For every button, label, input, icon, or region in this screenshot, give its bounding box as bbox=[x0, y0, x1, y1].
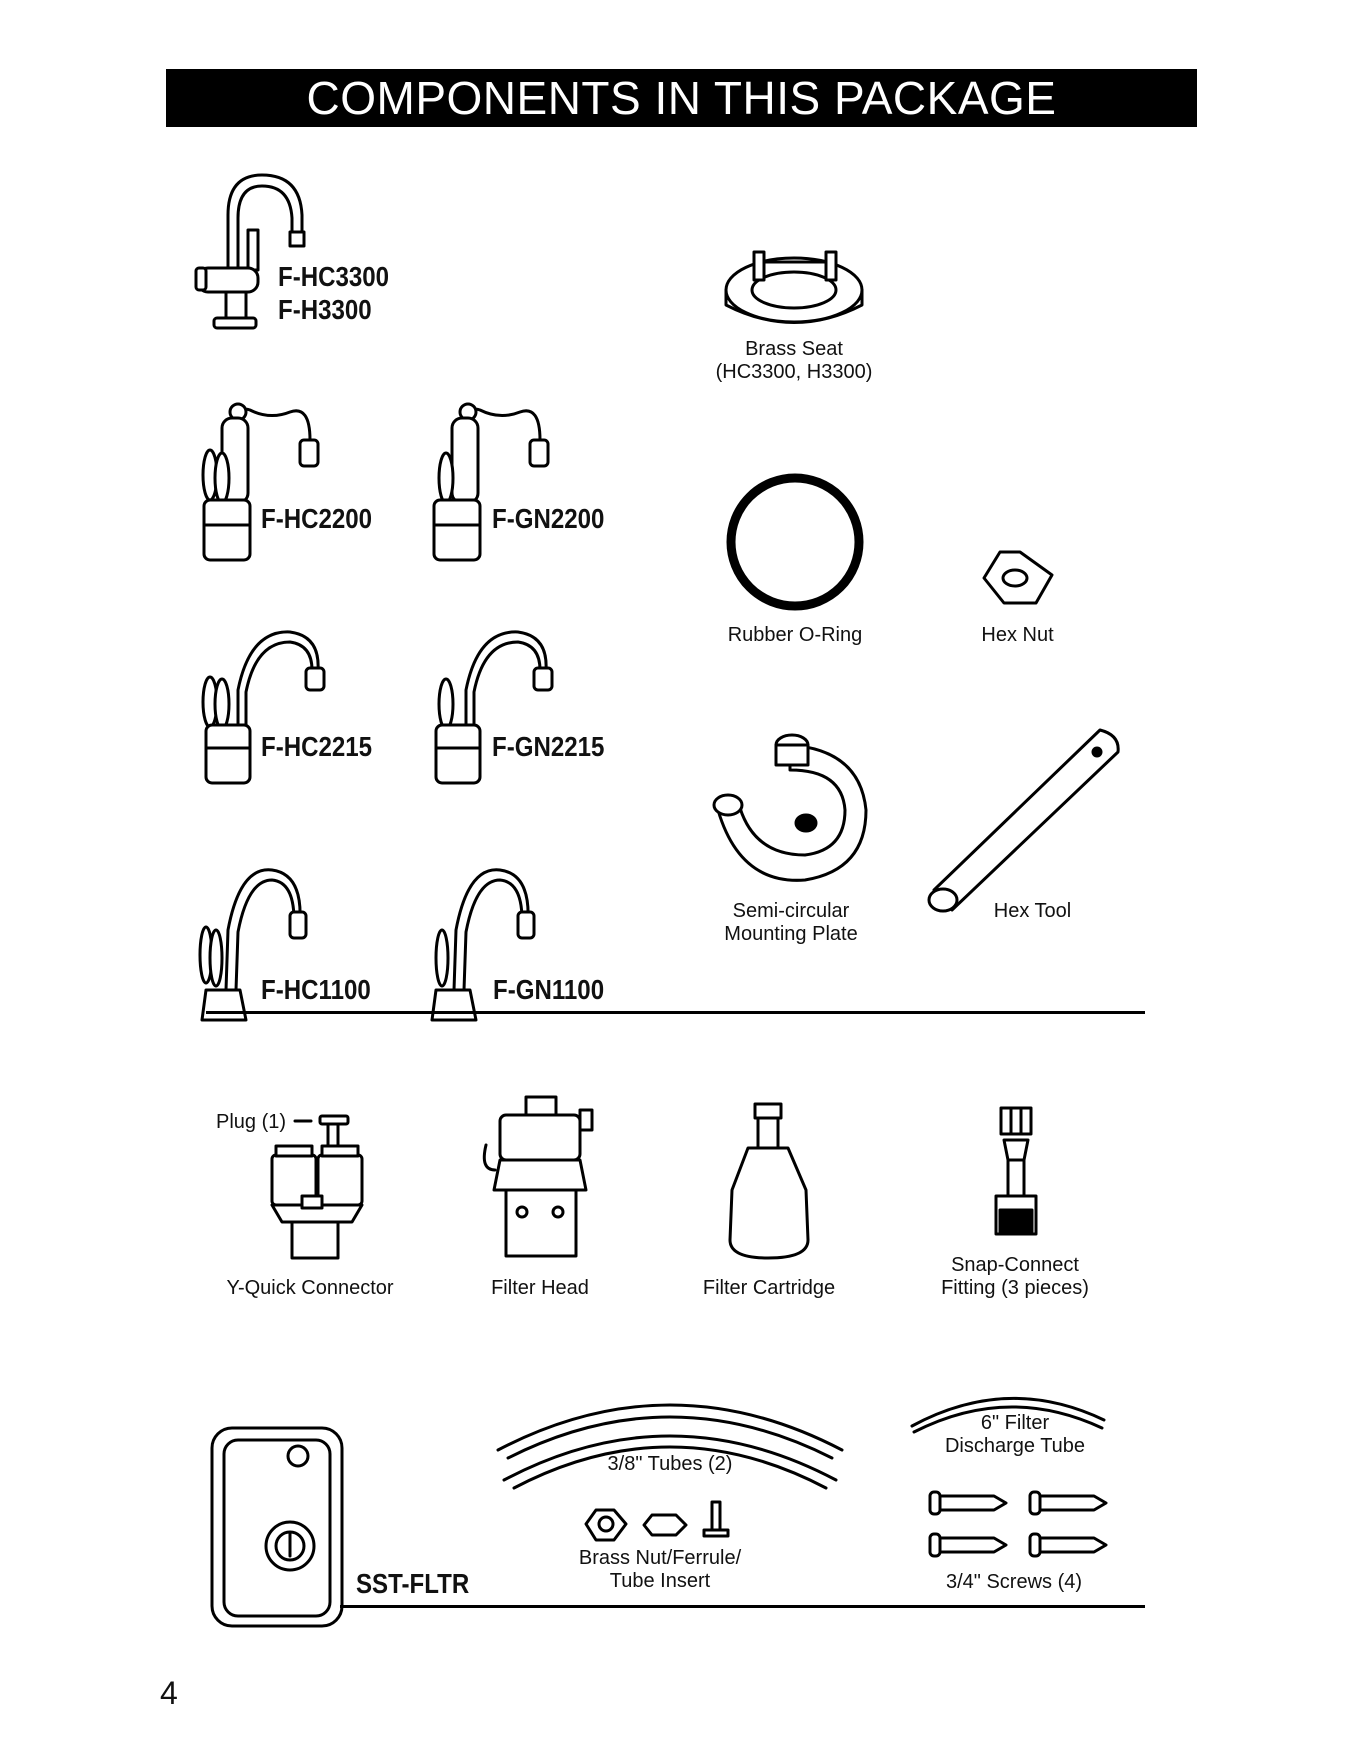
faucet-hc2200-illustration bbox=[201, 402, 320, 562]
model-label-h3300: F-H3300 bbox=[278, 294, 372, 325]
brass-seat-illustration bbox=[724, 250, 864, 324]
label-hex-nut: Hex Nut bbox=[981, 624, 1054, 646]
label-filter-cartridge: Filter Cartridge bbox=[702, 1277, 836, 1299]
model-label-hc2200: F-HC2200 bbox=[261, 503, 373, 534]
model-label-gn2215: F-GN2215 bbox=[492, 731, 605, 762]
model-label-gn1100: F-GN1100 bbox=[493, 974, 605, 1005]
faucet-hc3300-illustration bbox=[194, 173, 306, 330]
label-mounting-plate: Semi-circular Mounting Plate bbox=[724, 900, 858, 945]
model-label-hc3300: F-HC3300 bbox=[278, 261, 390, 292]
faucet-hc2215-illustration bbox=[201, 630, 326, 785]
label-nut-ferrule-insert: Brass Nut/Ferrule/ Tube Insert bbox=[578, 1547, 742, 1592]
snap-connect-fitting-illustration bbox=[994, 1106, 1038, 1236]
filter-head-illustration bbox=[482, 1095, 594, 1258]
filter-cartridge-illustration bbox=[728, 1102, 810, 1260]
screws-illustration bbox=[928, 1490, 1108, 1558]
label-y-quick-connector: Y-Quick Connector bbox=[226, 1277, 394, 1299]
brass-nut-ferrule-illustration bbox=[584, 1500, 730, 1542]
section-divider bbox=[340, 1605, 1145, 1608]
page-title: COMPONENTS IN THIS PACKAGE bbox=[166, 69, 1197, 127]
label-filter-head: Filter Head bbox=[491, 1277, 589, 1299]
label-tubes: 3/8" Tubes (2) bbox=[607, 1453, 733, 1475]
model-label-hc1100: F-HC1100 bbox=[261, 974, 371, 1005]
mounting-plate-illustration bbox=[712, 733, 868, 882]
label-o-ring: Rubber O-Ring bbox=[727, 624, 863, 646]
page-number: 4 bbox=[160, 1675, 178, 1711]
label-hex-tool: Hex Tool bbox=[993, 900, 1072, 922]
label-brass-seat: Brass Seat (HC3300, H3300) bbox=[715, 338, 873, 383]
label-snap-connect-fitting: Snap-Connect Fitting (3 pieces) bbox=[941, 1254, 1089, 1299]
label-discharge-tube: 6" Filter Discharge Tube bbox=[944, 1412, 1086, 1457]
faucet-gn2200-illustration bbox=[432, 402, 550, 562]
model-label-sst-fltr: SST-FLTR bbox=[356, 1568, 470, 1599]
label-plug: Plug (1) bbox=[216, 1111, 287, 1133]
discharge-tube-illustration bbox=[910, 1396, 1106, 1434]
model-label-gn2200: F-GN2200 bbox=[492, 503, 605, 534]
faucet-gn2215-illustration bbox=[434, 630, 554, 785]
model-label-hc2215: F-HC2215 bbox=[261, 731, 373, 762]
section-divider bbox=[206, 1011, 1145, 1014]
hex-nut-illustration bbox=[982, 550, 1054, 605]
hex-tool-illustration bbox=[927, 728, 1120, 913]
o-ring-illustration bbox=[726, 473, 864, 611]
tank-illustration bbox=[210, 1426, 344, 1628]
tubes-illustration bbox=[496, 1403, 844, 1490]
y-quick-connector-illustration bbox=[270, 1114, 364, 1260]
label-screws: 3/4" Screws (4) bbox=[945, 1571, 1083, 1593]
